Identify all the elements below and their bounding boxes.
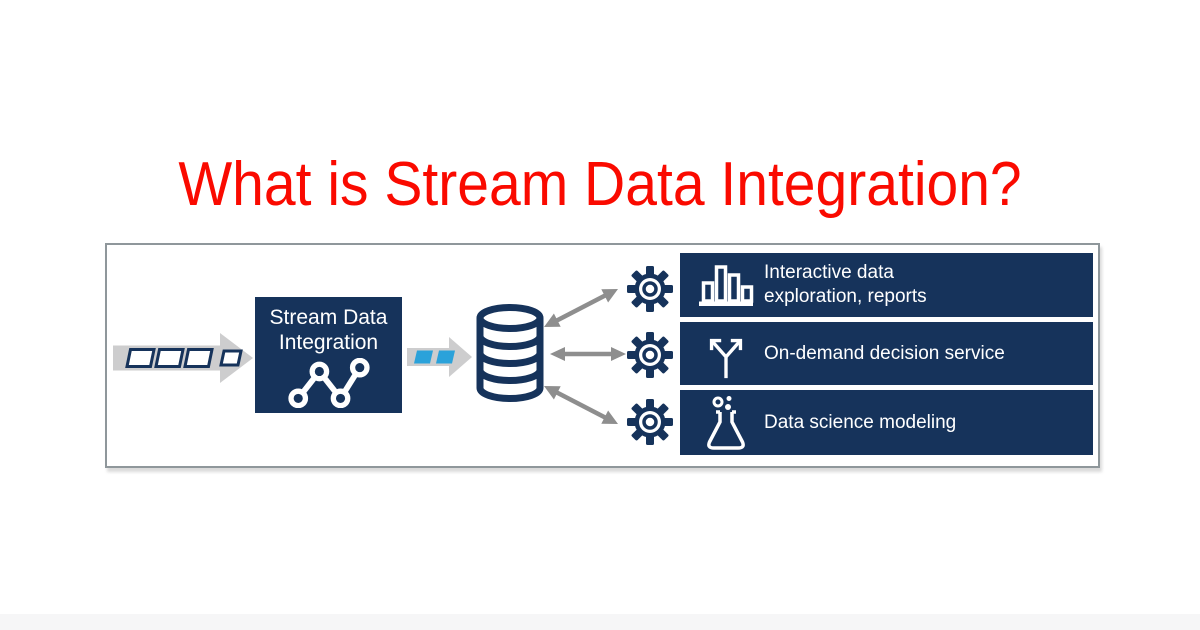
- gear-icon: [627, 399, 673, 445]
- stream-data-integration-box: Stream Data Integration: [255, 297, 402, 413]
- page-footer-strip: [0, 614, 1200, 630]
- output-label-line1: Interactive data: [764, 262, 894, 283]
- sdi-label-line1: Stream Data: [269, 306, 388, 329]
- sdi-label-line2: Integration: [278, 331, 379, 354]
- double-headed-arrow-icon: [544, 289, 618, 327]
- output-box-data-science: Data science modeling: [680, 390, 1093, 455]
- output-label-line1: On-demand decision service: [764, 342, 1005, 364]
- data-packets-arrow-icon: [113, 333, 253, 383]
- output-label-line2: exploration, reports: [764, 286, 927, 307]
- decision-split-icon: [696, 328, 756, 380]
- output-label-line1: Data science modeling: [764, 411, 957, 433]
- diagram-panel: Stream Data Integration: [105, 243, 1100, 468]
- page-title: What is Stream Data Integration?: [178, 150, 1022, 219]
- output-box-interactive-exploration: Interactive data exploration, reports: [680, 253, 1093, 317]
- flask-icon: [696, 395, 756, 451]
- bar-chart-icon: [696, 262, 756, 308]
- database-cylinder-icon: [476, 304, 544, 402]
- blue-dashes-arrow-icon: [407, 337, 472, 377]
- line-chart-icon: [287, 358, 370, 408]
- gear-icon: [627, 266, 673, 312]
- gear-icon: [627, 332, 673, 378]
- output-box-decision-service: On-demand decision service: [680, 322, 1093, 385]
- double-headed-arrow-icon: [544, 386, 618, 424]
- double-headed-arrow-icon: [550, 347, 626, 361]
